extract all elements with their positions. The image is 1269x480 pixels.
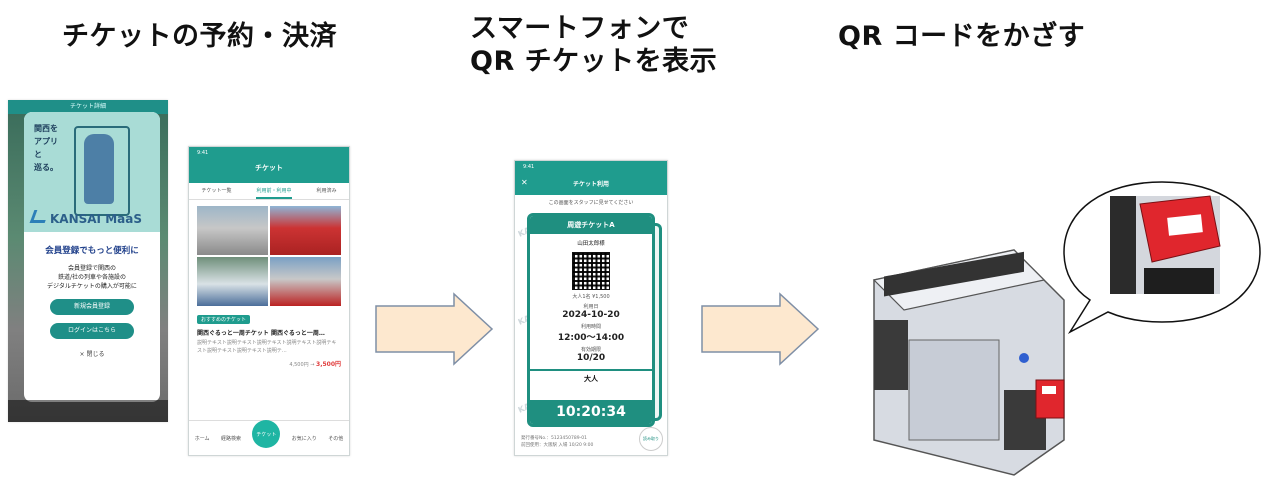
issue-info: 発行番号No.：5123450789-01 前回使用：大阪駅 入場 10/20 … [521,435,593,449]
phone1-bottom-nav [8,400,168,422]
hero-line: と [34,150,42,159]
qr-code-icon [572,252,610,290]
modal-body-line: 鉄道/社の列車や各施設の [57,274,127,281]
ticket-holder: 山田太郎様 [577,241,605,247]
modal-body-line: デジタルチケットの購入が可能に [47,283,137,290]
issue-number: 発行番号No.：5123450789-01 [521,436,587,441]
phone3-title: チケット利用 [572,181,609,188]
ticket-price-note: 大人1名 ¥1,500 [572,294,610,300]
staff-note: この画面をスタッフに見せてください [548,200,634,206]
hero-text: 関西を アプリ と 巡る。 [34,122,58,174]
phone2-title: チケット [255,164,283,172]
phone-qr-ticket-screen: 9:41 ✕ チケット利用 この画面をスタッフに見せてください KANSAI K… [514,160,668,456]
close-button[interactable]: × 閉じる [79,351,105,358]
product-title[interactable]: 関西ぐるっと一周チケット 関西ぐるっと一周… [197,330,325,337]
last-used: 前回使用：大阪駅 入場 10/20 9:00 [521,443,594,448]
phone2-header: 9:41 チケット [189,147,349,183]
ticket-tabs: チケット一覧 利用前・利用中 利用済み [189,183,349,200]
step1-heading: チケットの予約・決済 [62,21,337,52]
status-time: 9:41 [197,150,209,156]
zoom-callout-bubble [1063,181,1261,334]
registration-modal: 関西を アプリ と 巡る。 KANSAI MaaS 会員登録でもっと便利に 会員… [24,112,160,402]
phone3-header: 9:41 ✕ チケット利用 [515,161,667,195]
step2-heading-line1: スマートフォンで [470,13,690,44]
logo-mark-icon [29,210,50,223]
arrow-shape [375,292,494,366]
live-clock: 10:20:34 [530,400,652,424]
nav-ticket[interactable]: チケット [252,420,281,448]
ticket-card: 周遊チケットA 山田太郎様 大人1名 ¥1,500 利用日 2024-10-20… [527,213,655,427]
phone2-bottom-nav: ホーム 経路検索 チケット お気に入り その他 [189,420,349,455]
status-time: 9:41 [523,164,535,170]
train-photo [197,206,268,255]
price-sale: 3,500円 [316,361,341,368]
arrow-right-icon [701,292,820,366]
person-illustration [84,134,114,204]
product-price: 4,500円 → 3,500円 [197,359,341,368]
passenger-type: 大人 [530,369,652,384]
use-date: 2024-10-20 [562,310,620,320]
step3-heading: QR コードをかざす [838,21,1086,52]
phone-ticket-list-screen: 9:41 チケット チケット一覧 利用前・利用中 利用済み おすすめのチケット … [188,146,350,456]
hero-line: アプリ [34,137,58,146]
recommended-tag: おすすめのチケット [197,315,251,324]
valid-label: 有効期限 [580,347,601,353]
tab-in-use[interactable]: 利用前・利用中 [256,183,292,199]
nav-favorites[interactable]: お気に入り [291,435,317,442]
register-button[interactable]: 新規会員登録 [50,299,134,315]
ticket-card-title: 周遊チケットA [530,216,652,234]
product-photo-grid[interactable] [197,206,341,306]
nav-home[interactable]: ホーム [194,435,210,442]
use-time: 12:00〜14:00 [557,333,625,343]
step2-heading: スマートフォンで QR チケットを表示 [470,12,717,78]
valid-date: 10/20 [576,353,606,363]
door-illustration [74,126,130,216]
modal-body-line: 会員登録で関西の [67,265,116,272]
use-time-label: 利用時間 [580,324,601,330]
arrow-shape [701,292,820,366]
step2-heading-line2: QR チケットを表示 [470,46,718,77]
use-date-label: 利用日 [583,304,599,310]
login-button[interactable]: ログインはこちら [50,323,134,339]
bus-photo [270,206,341,255]
modal-title: 会員登録でもっと便利に [45,246,139,256]
arrow-right-icon [375,292,494,366]
ticket-gate-illustration [872,249,1065,476]
price-regular: 4,500円 → [289,362,315,368]
scan-button[interactable]: 読み取り [639,427,663,451]
product-description: 説明テキスト説明テキスト説明テキスト説明テキスト説明テキスト説明テキスト説明テキ… [197,340,337,354]
nav-other[interactable]: その他 [328,435,344,442]
tab-ticket-list[interactable]: チケット一覧 [201,188,232,194]
tab-used[interactable]: 利用済み [316,188,337,194]
ferry-photo [197,257,268,306]
hero-line: 関西を [34,124,58,133]
close-icon[interactable]: ✕ [521,178,528,187]
tram-photo [270,257,341,306]
brand-name: KANSAI MaaS [50,212,142,226]
modal-body: 会員登録で関西の 鉄道/社の列車や各施設の デジタルチケットの購入が可能に [24,264,160,291]
nav-route-search[interactable]: 経路検索 [220,435,241,442]
phone-registration-screen: チケット詳細 関西を アプリ と 巡る。 KANSAI MaaS 会員登録でもっ… [8,100,168,422]
kansai-maas-logo: KANSAI MaaS [29,210,142,226]
modal-hero-image: 関西を アプリ と 巡る。 KANSAI MaaS [24,112,160,232]
phone1-topbar: チケット詳細 [8,100,168,114]
hero-line: 巡る。 [34,163,58,172]
